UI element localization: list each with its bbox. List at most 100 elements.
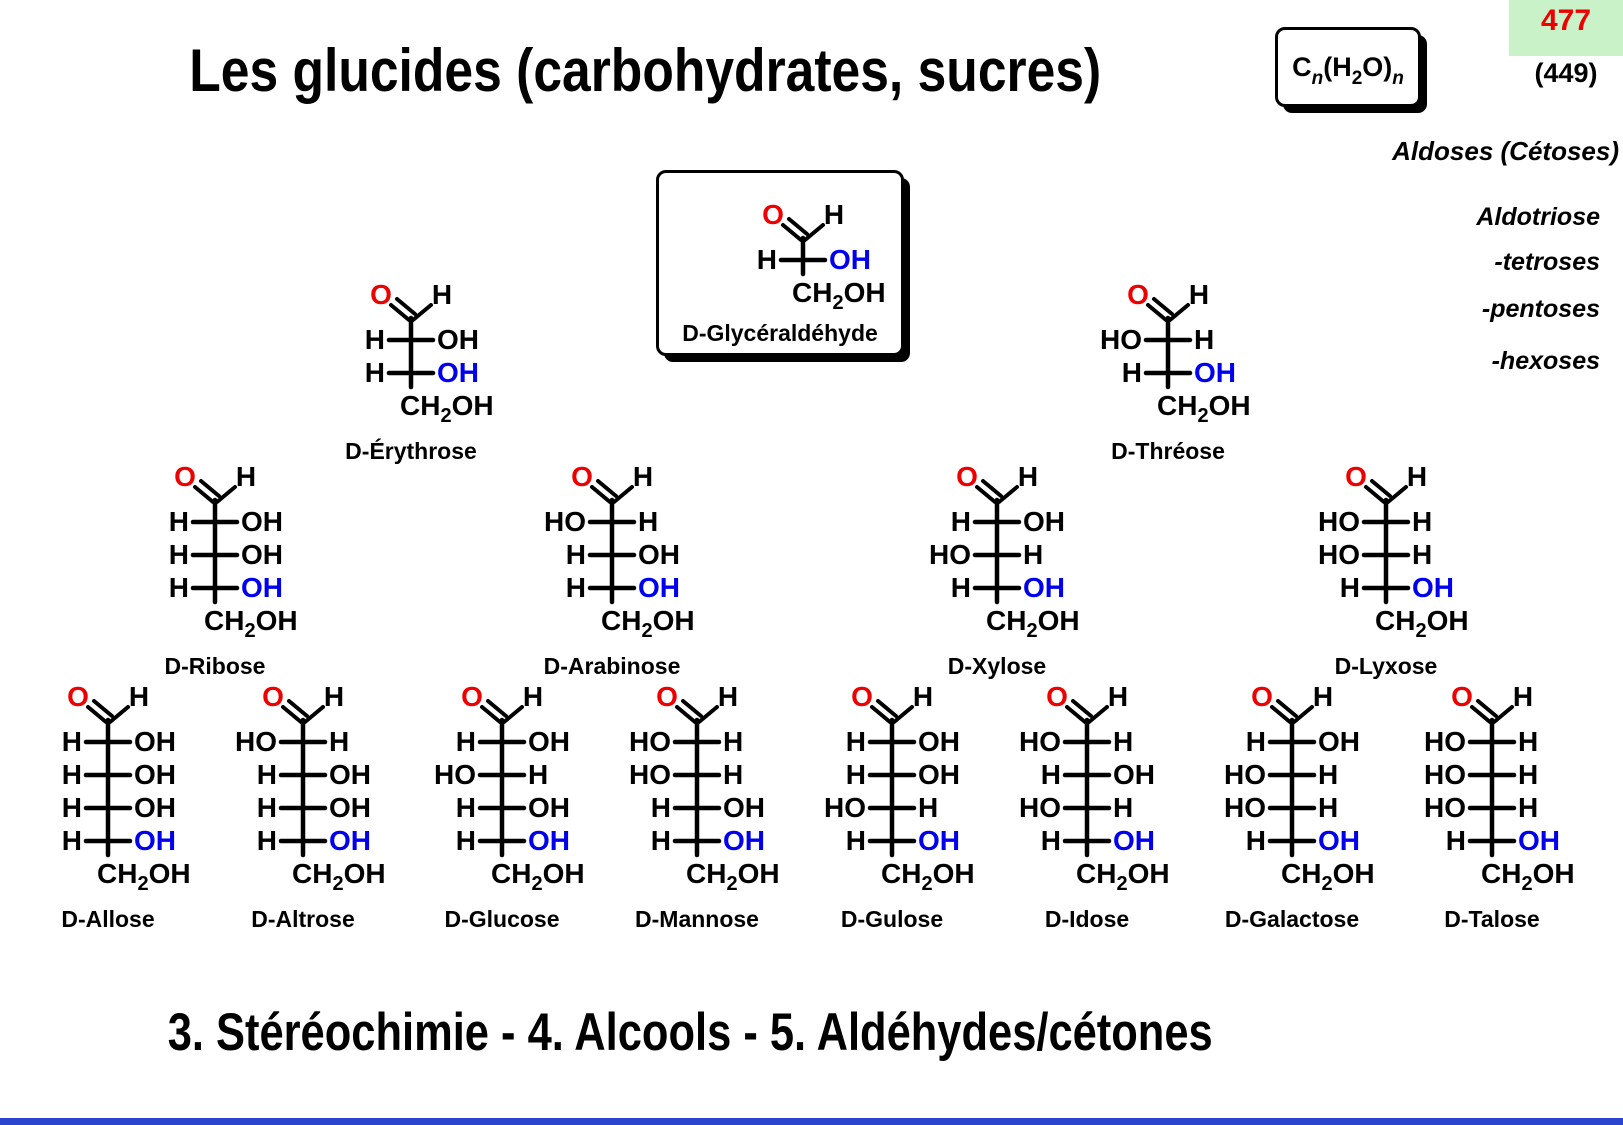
tail-ch2oh: CH2OH (1281, 858, 1375, 891)
page-title-text: Les glucides (carbohydrates, sucres) (189, 37, 1101, 104)
aldehyde-oxygen-atom: O (370, 280, 392, 310)
aldehyde-hydrogen-atom: H (1018, 462, 1038, 492)
page-title: Les glucides (carbohydrates, sucres) (0, 36, 1290, 105)
structure-label: D-Gulose (840, 906, 944, 932)
aldehyde-oxygen-atom: O (1251, 682, 1273, 712)
single-bond-line (1292, 705, 1314, 724)
left-substituent: HO (629, 726, 671, 757)
left-substituent: H (257, 792, 277, 823)
single-bond-line (411, 303, 433, 322)
left-substituent: HO (1318, 506, 1360, 537)
aldehyde-oxygen-atom: O (1451, 682, 1473, 712)
left-substituent: H (951, 506, 971, 537)
double-bond-line (92, 699, 114, 718)
right-substituent: OH (918, 726, 960, 757)
aldehyde-hydrogen-atom: H (236, 462, 256, 492)
aldehyde-hydrogen-atom: H (523, 682, 543, 712)
double-bond-line (1364, 485, 1386, 504)
aldoses-cetoses-label: Aldoses (Cétoses) (1392, 136, 1619, 166)
chiral-hydroxyl: OH (1113, 825, 1155, 856)
left-substituent: H (1122, 357, 1142, 388)
aldehyde-oxygen-atom: O (1345, 462, 1367, 492)
left-substituent: H (1246, 825, 1266, 856)
left-substituent: H (757, 244, 777, 275)
left-substituent: H (62, 726, 82, 757)
aldehyde-hydrogen-atom: H (1313, 682, 1333, 712)
right-substituent: H (638, 506, 658, 537)
left-substituent: H (1041, 759, 1061, 790)
double-bond-line (1071, 699, 1093, 718)
tail-ch2oh: CH2OH (1157, 390, 1251, 423)
left-substituent: HO (1318, 539, 1360, 570)
aldehyde-oxygen-atom: O (956, 462, 978, 492)
double-bond-line (281, 705, 303, 724)
single-bond-line (108, 705, 130, 724)
right-substituent: H (723, 726, 743, 757)
single-bond-line (803, 223, 825, 242)
aldehyde-hydrogen-atom: H (129, 682, 149, 712)
family-label-aldotriose: Aldotriose (1476, 203, 1600, 231)
structure-label: D-Galactose (1224, 906, 1360, 932)
double-bond-line (876, 699, 898, 718)
right-substituent: OH (528, 726, 570, 757)
left-substituent: HO (1224, 792, 1266, 823)
family-label-tetroses: -tetroses (1494, 248, 1600, 276)
single-bond-line (1492, 705, 1514, 724)
aldehyde-hydrogen-atom: H (824, 200, 844, 230)
tail-ch2oh: CH2OH (204, 605, 298, 638)
aldehyde-oxygen-atom: O (1127, 280, 1149, 310)
right-substituent: H (918, 792, 938, 823)
structure-label: D-Idose (1044, 906, 1130, 932)
right-substituent: OH (723, 792, 765, 823)
double-bond-line (590, 485, 612, 504)
right-substituent: OH (134, 759, 176, 790)
aldehyde-hydrogen-atom: H (913, 682, 933, 712)
left-substituent: H (62, 792, 82, 823)
aldehyde-hydrogen-atom: H (324, 682, 344, 712)
right-substituent: H (1518, 792, 1538, 823)
right-substituent: H (1518, 759, 1538, 790)
right-substituent: OH (528, 792, 570, 823)
double-bond-line (1270, 705, 1292, 724)
double-bond-line (287, 699, 309, 718)
secondary-page-number: (449) (1534, 58, 1598, 88)
left-substituent: H (456, 792, 476, 823)
double-bond-line (870, 705, 892, 724)
left-substituent: H (651, 792, 671, 823)
right-substituent: OH (1023, 506, 1065, 537)
tail-ch2oh: CH2OH (292, 858, 386, 891)
single-bond-line (697, 705, 719, 724)
double-bond-line (781, 223, 803, 242)
left-substituent: H (846, 825, 866, 856)
right-substituent: H (1412, 539, 1432, 570)
family-label-hexoses: -hexoses (1491, 347, 1600, 375)
left-substituent: HO (1424, 792, 1466, 823)
right-substituent: OH (134, 726, 176, 757)
structure-label: D-Glucose (444, 906, 560, 932)
chiral-hydroxyl: OH (1518, 825, 1560, 856)
structure-label: D-Arabinose (543, 653, 681, 679)
left-substituent: H (257, 759, 277, 790)
left-substituent: H (1041, 825, 1061, 856)
left-substituent: H (62, 759, 82, 790)
left-substituent: HO (929, 539, 971, 570)
tail-ch2oh: CH2OH (1481, 858, 1575, 891)
chiral-hydroxyl: OH (329, 825, 371, 856)
right-substituent: OH (437, 324, 479, 355)
footer-bar (0, 1118, 1623, 1125)
